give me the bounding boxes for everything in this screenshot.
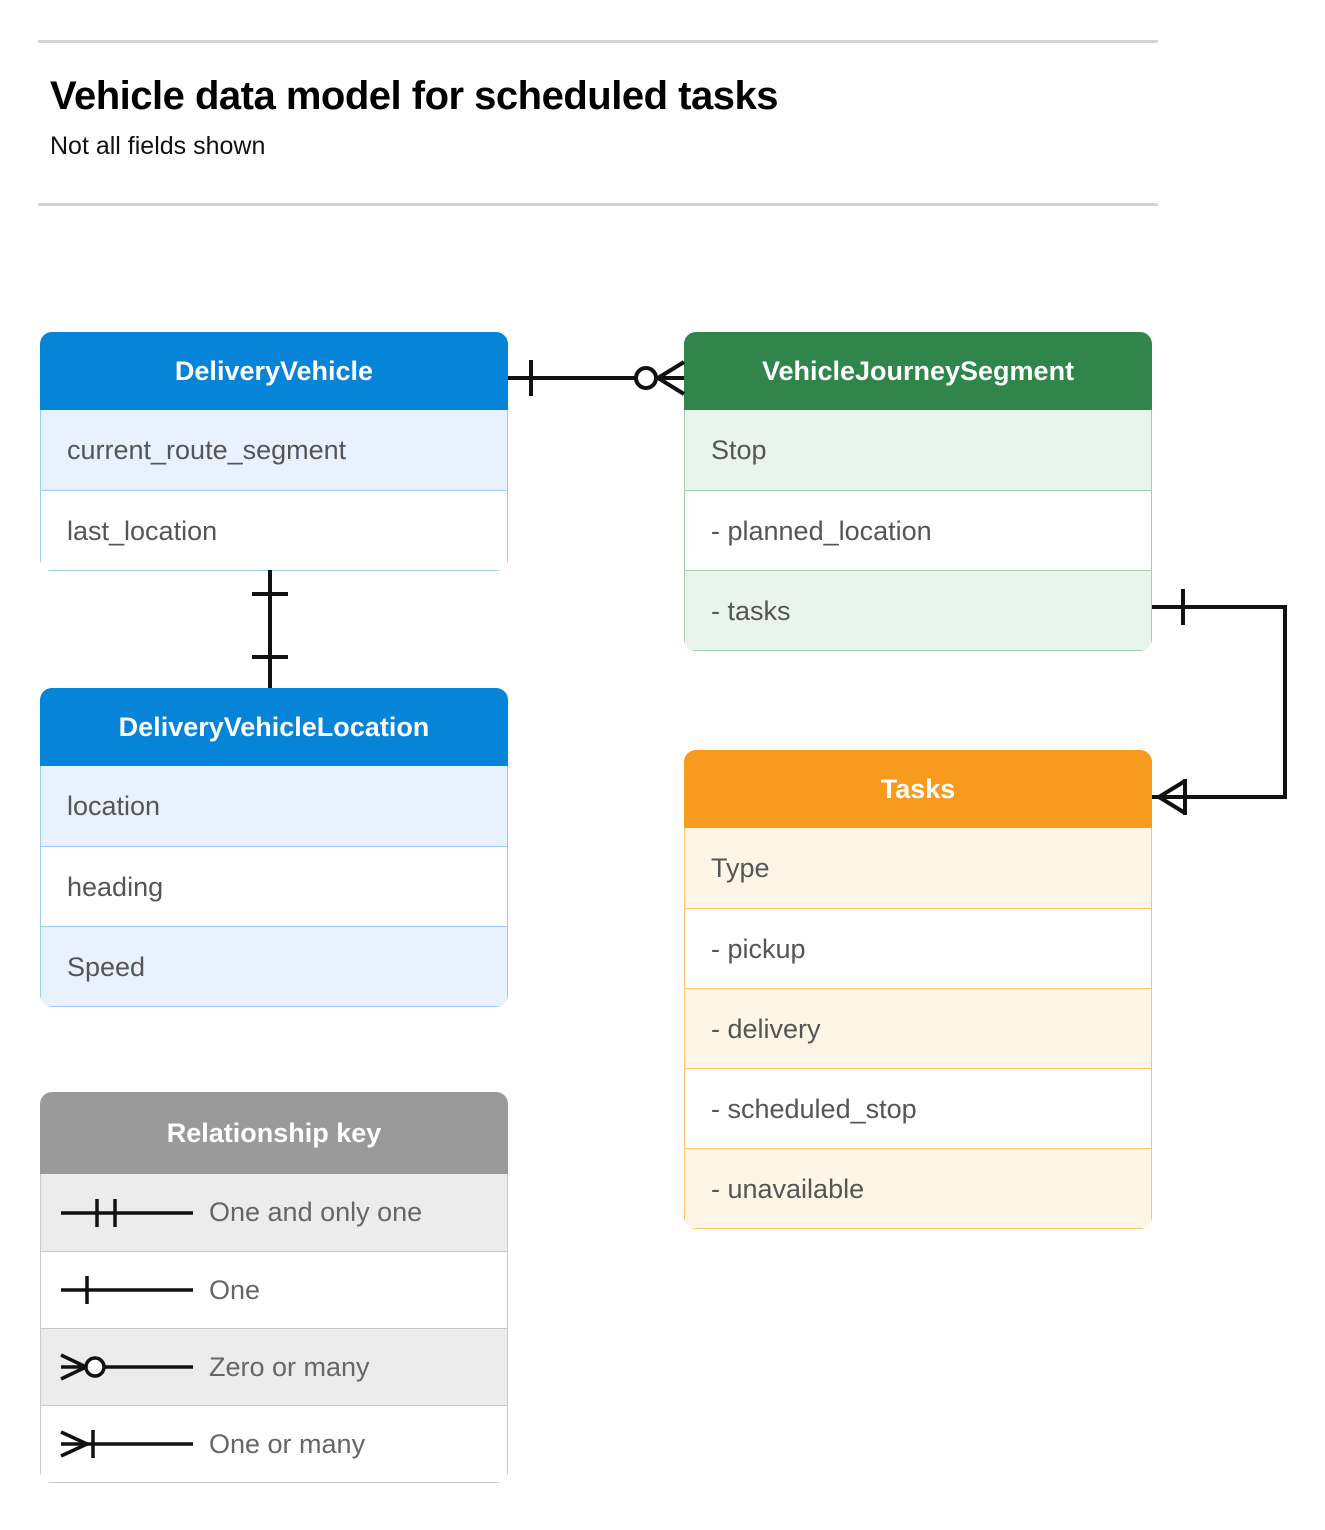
entity-delivery-vehicle[interactable]: DeliveryVehicle current_route_segment la… — [40, 332, 508, 571]
entity-rows-delivery-vehicle-location: location heading Speed — [40, 766, 508, 1007]
entity-field-row[interactable]: - scheduled_stop — [685, 1068, 1151, 1148]
connector-vehicle-to-journey-segment — [508, 360, 686, 396]
entity-field-row[interactable]: current_route_segment — [41, 410, 507, 490]
entity-header-tasks: Tasks — [684, 750, 1152, 828]
entity-header-delivery-vehicle-location: DeliveryVehicleLocation — [40, 688, 508, 766]
one-icon — [41, 1252, 209, 1328]
entity-rows-tasks: Type - pickup - delivery - scheduled_sto… — [684, 828, 1152, 1229]
entity-field-row[interactable]: - delivery — [685, 988, 1151, 1068]
entity-field-row[interactable]: heading — [41, 846, 507, 926]
legend-item-one-and-only-one[interactable]: One and only one — [41, 1174, 507, 1251]
entity-field-row[interactable]: last_location — [41, 490, 507, 570]
entity-field-row[interactable]: - planned_location — [685, 490, 1151, 570]
header-bottom-divider — [38, 203, 1158, 206]
legend-item-zero-or-many[interactable]: Zero or many — [41, 1328, 507, 1405]
relationship-key-legend: Relationship key One and only one — [40, 1092, 508, 1483]
entity-header-vehicle-journey-segment: VehicleJourneySegment — [684, 332, 1152, 410]
entity-field-row[interactable]: - unavailable — [685, 1148, 1151, 1228]
entity-field-row[interactable]: location — [41, 766, 507, 846]
legend-rows: One and only one One — [40, 1174, 508, 1483]
connector-vehicle-to-vehicle-location — [252, 570, 288, 688]
entity-tasks[interactable]: Tasks Type - pickup - delivery - schedul… — [684, 750, 1152, 1229]
legend-item-label: Zero or many — [209, 1351, 370, 1382]
entity-field-row[interactable]: Speed — [41, 926, 507, 1006]
entity-field-row[interactable]: Stop — [685, 410, 1151, 490]
entity-rows-vehicle-journey-segment: Stop - planned_location - tasks — [684, 410, 1152, 651]
legend-item-label: One — [209, 1274, 261, 1305]
legend-item-label: One or many — [209, 1428, 366, 1459]
legend-item-one[interactable]: One — [41, 1251, 507, 1328]
legend-item-one-or-many[interactable]: One or many — [41, 1405, 507, 1482]
entity-header-delivery-vehicle: DeliveryVehicle — [40, 332, 508, 410]
page-title: Vehicle data model for scheduled tasks — [50, 74, 778, 118]
header-top-divider — [38, 40, 1158, 43]
entity-rows-delivery-vehicle: current_route_segment last_location — [40, 410, 508, 571]
connector-journey-segment-to-tasks — [1152, 589, 1287, 815]
entity-vehicle-journey-segment[interactable]: VehicleJourneySegment Stop - planned_loc… — [684, 332, 1152, 651]
zero-or-many-icon — [41, 1329, 209, 1405]
entity-field-row[interactable]: - pickup — [685, 908, 1151, 988]
one-and-only-one-icon — [41, 1174, 209, 1251]
entity-field-row[interactable]: - tasks — [685, 570, 1151, 650]
entity-delivery-vehicle-location[interactable]: DeliveryVehicleLocation location heading… — [40, 688, 508, 1007]
legend-title: Relationship key — [40, 1092, 508, 1174]
entity-field-row[interactable]: Type — [685, 828, 1151, 908]
page-subtitle: Not all fields shown — [50, 132, 266, 160]
one-or-many-icon — [41, 1406, 209, 1482]
legend-item-label: One and only one — [209, 1197, 423, 1227]
